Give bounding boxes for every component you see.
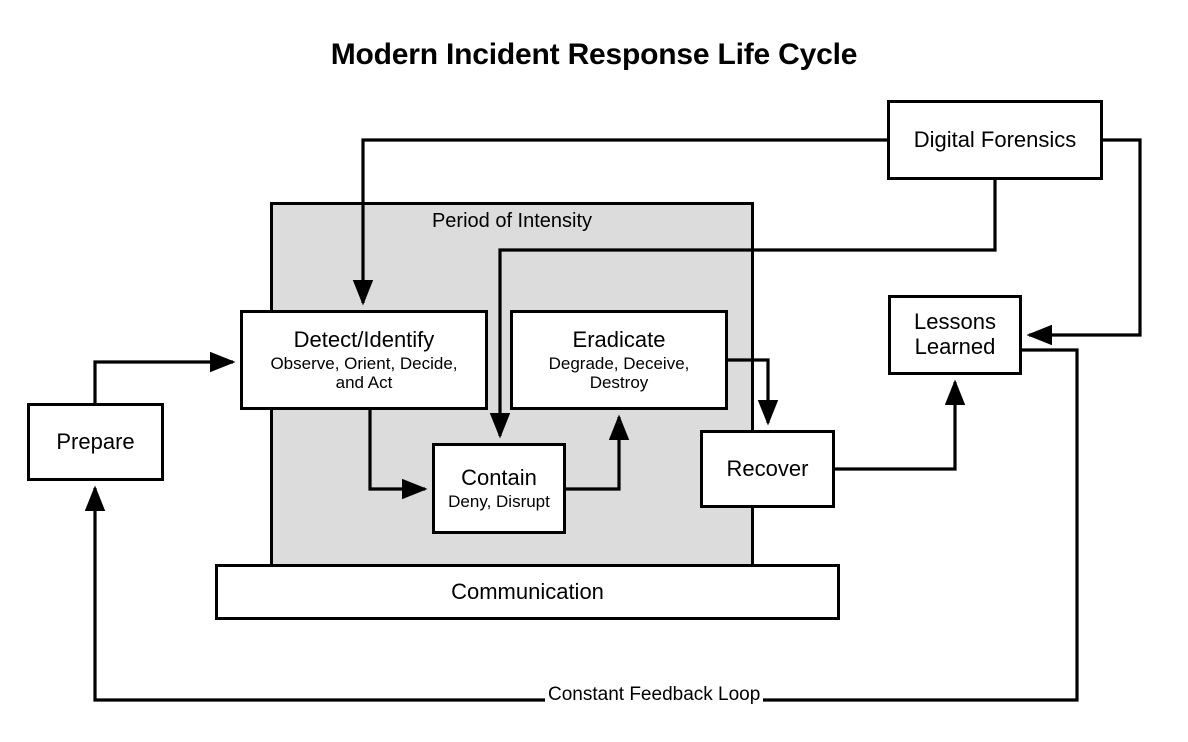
constant-feedback-loop-label: Constant Feedback Loop bbox=[545, 684, 764, 706]
node-lessons-learned-title: Lessons Learned bbox=[914, 309, 996, 359]
arrow-detect-to-contain bbox=[368, 410, 428, 500]
arrow-forensics-to-contain bbox=[489, 180, 997, 439]
page-title: Modern Incident Response Life Cycle bbox=[330, 38, 858, 71]
node-eradicate[interactable]: Eradicate Degrade, Deceive, Destroy bbox=[510, 310, 728, 410]
arrow-contain-to-eradicate bbox=[566, 414, 630, 491]
node-eradicate-title: Eradicate bbox=[572, 327, 666, 353]
node-communication[interactable]: Communication bbox=[215, 564, 840, 620]
node-recover[interactable]: Recover bbox=[700, 430, 835, 508]
arrow-feedback-loop bbox=[84, 348, 1079, 702]
node-communication-title: Communication bbox=[451, 578, 604, 604]
node-eradicate-subtitle: Degrade, Deceive, Destroy bbox=[548, 353, 690, 392]
node-detect-identify[interactable]: Detect/Identify Observe, Orient, Decide,… bbox=[240, 310, 488, 410]
node-detect-identify-subtitle: Observe, Orient, Decide, and Act bbox=[270, 353, 458, 392]
node-digital-forensics-title: Digital Forensics bbox=[913, 126, 1077, 152]
period-of-intensity-label: Period of Intensity bbox=[431, 210, 593, 232]
node-contain-title: Contain bbox=[461, 465, 537, 491]
arrow-forensics-to-lessons bbox=[1026, 138, 1142, 346]
node-prepare[interactable]: Prepare bbox=[27, 403, 164, 481]
node-contain[interactable]: Contain Deny, Disrupt bbox=[432, 443, 566, 534]
node-detect-identify-title: Detect/Identify bbox=[293, 327, 435, 353]
node-lessons-learned[interactable]: Lessons Learned bbox=[888, 295, 1022, 375]
arrow-eradicate-to-recover bbox=[728, 358, 779, 426]
node-contain-subtitle: Deny, Disrupt bbox=[448, 491, 550, 511]
node-digital-forensics[interactable]: Digital Forensics bbox=[887, 100, 1103, 180]
node-recover-title: Recover bbox=[726, 455, 809, 481]
arrow-prepare-to-detect bbox=[93, 351, 236, 403]
arrow-forensics-to-detect bbox=[352, 138, 887, 306]
node-prepare-title: Prepare bbox=[56, 428, 135, 454]
arrow-recover-to-lessons bbox=[835, 379, 966, 471]
